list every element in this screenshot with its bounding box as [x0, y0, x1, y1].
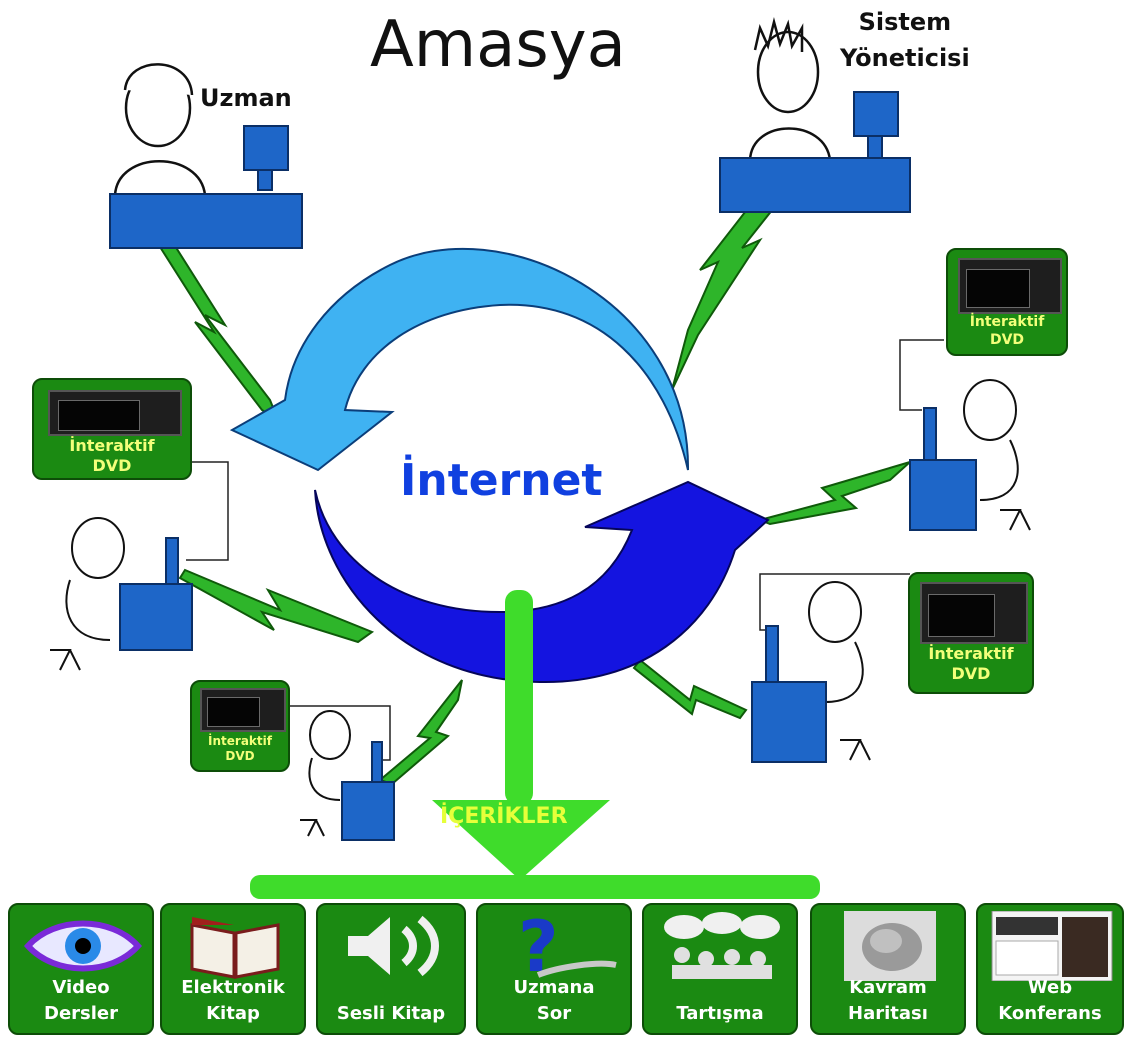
light-blue-cycle-arrow: [229, 248, 690, 472]
discussion-icon: [664, 912, 780, 979]
student-bottom-small: [300, 710, 395, 841]
internet-label: İnternet: [400, 455, 603, 506]
tile-tartisma[interactable]: Tartışma: [642, 903, 798, 1035]
video-conference-icon: [991, 911, 1113, 981]
dvd-label-line2: DVD: [951, 664, 991, 683]
dvd-screen-icon: [200, 688, 286, 732]
dvd-label-line2: DVD: [92, 456, 132, 475]
student-right-top: [909, 379, 1031, 531]
dvd-box-right-bottom: İnteraktif DVD: [908, 572, 1034, 694]
lightning-icon: [377, 679, 463, 786]
student-right-bottom: [751, 581, 871, 763]
diagram-title: Amasya: [370, 8, 626, 82]
student-left: [50, 517, 193, 671]
dvd-box-right-top: İnteraktif DVD: [946, 248, 1068, 356]
dvd-screen-icon: [48, 390, 182, 436]
admin-workstation: [719, 17, 911, 213]
question-icon: ?: [518, 911, 617, 981]
lightning-bolts: [145, 178, 911, 786]
dvd-box-left: İnteraktif DVD: [32, 378, 192, 480]
expert-workstation: [109, 63, 303, 249]
eye-icon: [23, 920, 143, 972]
dark-blue-cycle-arrow: [314, 480, 770, 684]
dvd-screen-icon: [920, 582, 1028, 644]
speaker-icon: [348, 915, 439, 977]
dvd-label-line2: DVD: [989, 331, 1025, 348]
book-icon: [190, 917, 280, 979]
lightning-icon: [671, 178, 790, 391]
lightning-icon: [632, 658, 748, 720]
lightning-icon: [178, 568, 375, 644]
brain-icon: [844, 911, 936, 981]
dvd-label-line1: İnteraktif: [928, 644, 1014, 663]
tile-sesli-kitap[interactable]: Sesli Kitap: [316, 903, 466, 1035]
dvd-label-line2: DVD: [225, 749, 255, 763]
dvd-label-line1: İnteraktif: [208, 734, 272, 748]
system-admin-label: Sistem Yöneticisi: [840, 8, 970, 72]
dvd-label-line1: İnteraktif: [69, 436, 155, 455]
dvd-screen-icon: [958, 258, 1062, 314]
lightning-icon: [756, 461, 911, 526]
contents-flow: [250, 590, 820, 899]
dvd-label-line1: İnteraktif: [969, 314, 1045, 330]
dvd-box-bottom-small: İnteraktif DVD: [190, 680, 290, 772]
expert-label: Uzman: [200, 84, 292, 112]
contents-label: İÇERİKLER: [440, 804, 568, 829]
